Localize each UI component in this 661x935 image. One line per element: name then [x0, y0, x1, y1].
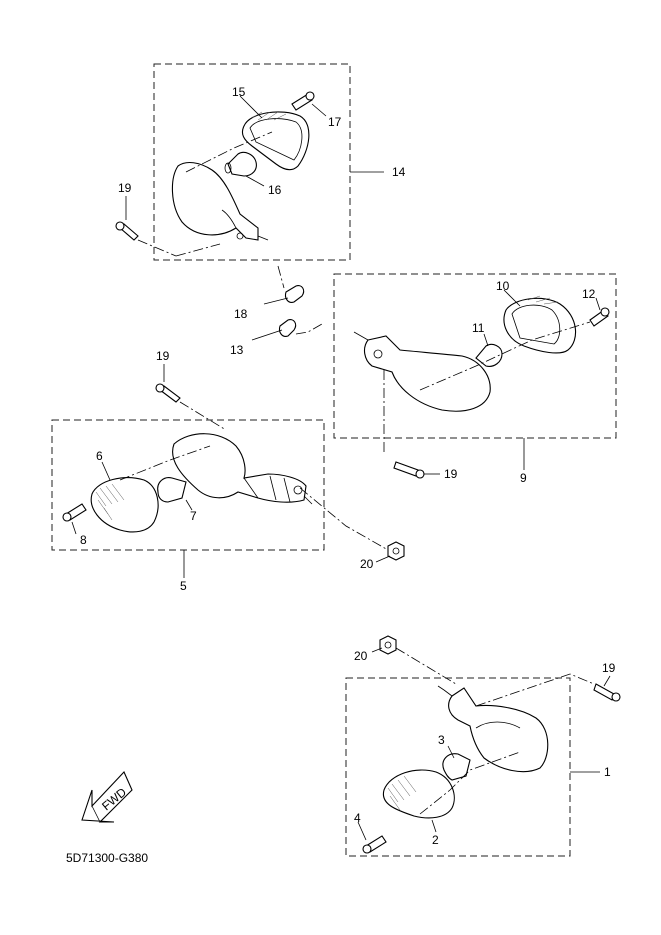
part-10-lens — [503, 297, 577, 354]
callout-19-d: 19 — [602, 661, 616, 675]
callout-17: 17 — [328, 115, 342, 129]
assembly-9-box — [333, 273, 617, 439]
part-1-housing — [448, 687, 549, 773]
assembly-9 — [333, 273, 617, 470]
callout-18: 18 — [234, 307, 248, 321]
callout-19-a: 19 — [118, 181, 132, 195]
assembly-14 — [153, 63, 384, 261]
part-3-bulb — [442, 753, 471, 781]
part-19-screw-b — [393, 461, 419, 477]
fwd-arrow-icon: FWD — [81, 771, 133, 823]
part-19-screw-b-group — [393, 461, 440, 479]
callout-8: 8 — [80, 533, 87, 547]
part-20-nut-a-group — [375, 541, 405, 563]
callout-4: 4 — [354, 811, 361, 825]
callout-20-a: 20 — [360, 557, 374, 571]
callout-10: 10 — [496, 279, 510, 293]
callout-2: 2 — [432, 833, 439, 847]
callout-12: 12 — [582, 287, 596, 301]
callout-1: 1 — [604, 765, 611, 779]
part-14-housing — [171, 161, 259, 241]
callout-19-c: 19 — [156, 349, 170, 363]
part-15-lens — [241, 111, 310, 171]
callout-6: 6 — [96, 449, 103, 463]
part-20-nut-b — [379, 635, 397, 655]
callout-11: 11 — [472, 321, 485, 335]
part-11-bulb — [475, 343, 503, 367]
callout-16: 16 — [268, 183, 282, 197]
part-13-socket — [278, 319, 297, 337]
part-9-housing — [363, 335, 491, 412]
assembly-5 — [51, 419, 389, 578]
assembly-1-box — [345, 677, 571, 857]
assembly-1 — [345, 635, 621, 857]
loose-parts-upper — [115, 196, 323, 341]
part-19-screw-c-group — [155, 364, 227, 431]
part-18-socket — [284, 285, 305, 303]
callout-13: 13 — [230, 343, 244, 357]
diagram-code: 5D71300-G380 — [66, 851, 148, 865]
callout-3: 3 — [438, 733, 445, 747]
callout-labels: 15 17 14 16 19 18 13 10 12 11 19 19 9 6 … — [80, 85, 616, 847]
part-7-bulb — [157, 477, 187, 503]
callout-14: 14 — [392, 165, 406, 179]
callout-9: 9 — [520, 471, 527, 485]
assembly-14-box — [153, 63, 351, 261]
part-16-bulb — [227, 151, 257, 177]
callout-7: 7 — [190, 509, 197, 523]
callout-15: 15 — [232, 85, 246, 99]
callout-19-b: 19 — [444, 467, 458, 481]
assembly-5-box — [51, 419, 325, 551]
part-2-lens — [382, 769, 455, 819]
part-19-screw-d — [593, 683, 615, 701]
callout-5: 5 — [180, 579, 187, 593]
callout-20-b: 20 — [354, 649, 368, 663]
part-5-housing — [172, 433, 307, 503]
part-20-nut-a — [387, 541, 405, 561]
